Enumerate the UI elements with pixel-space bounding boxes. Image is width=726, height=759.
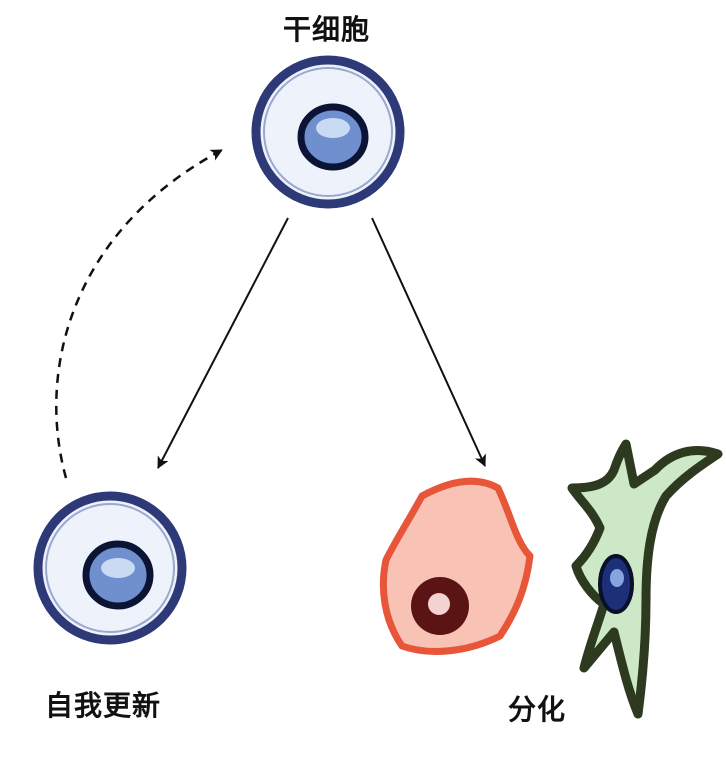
arrow-to-self-renewal	[157, 217, 289, 469]
differentiated-cell-green	[567, 439, 723, 719]
dashed-arrow-renewal-loop	[55, 148, 223, 479]
stem-cell-top	[251, 55, 405, 209]
green-cell-nucleolus	[610, 569, 624, 587]
stem-cell-inner-ring	[263, 67, 393, 197]
self-renewal-label: 自我更新	[45, 689, 162, 722]
stem-cell-nucleolus	[316, 118, 350, 138]
green-cell-body	[567, 439, 723, 719]
differentiation-label: 分化	[508, 693, 567, 726]
stem-cell-renewed	[33, 491, 187, 645]
renewed-cell-inner-ring	[45, 503, 175, 633]
arrow-to-differentiation	[371, 217, 486, 467]
pink-cell-nucleolus	[428, 593, 450, 615]
differentiated-cell-pink	[379, 477, 534, 655]
stem-cell-label: 干细胞	[283, 13, 371, 46]
renewed-cell-nucleolus	[101, 558, 135, 578]
